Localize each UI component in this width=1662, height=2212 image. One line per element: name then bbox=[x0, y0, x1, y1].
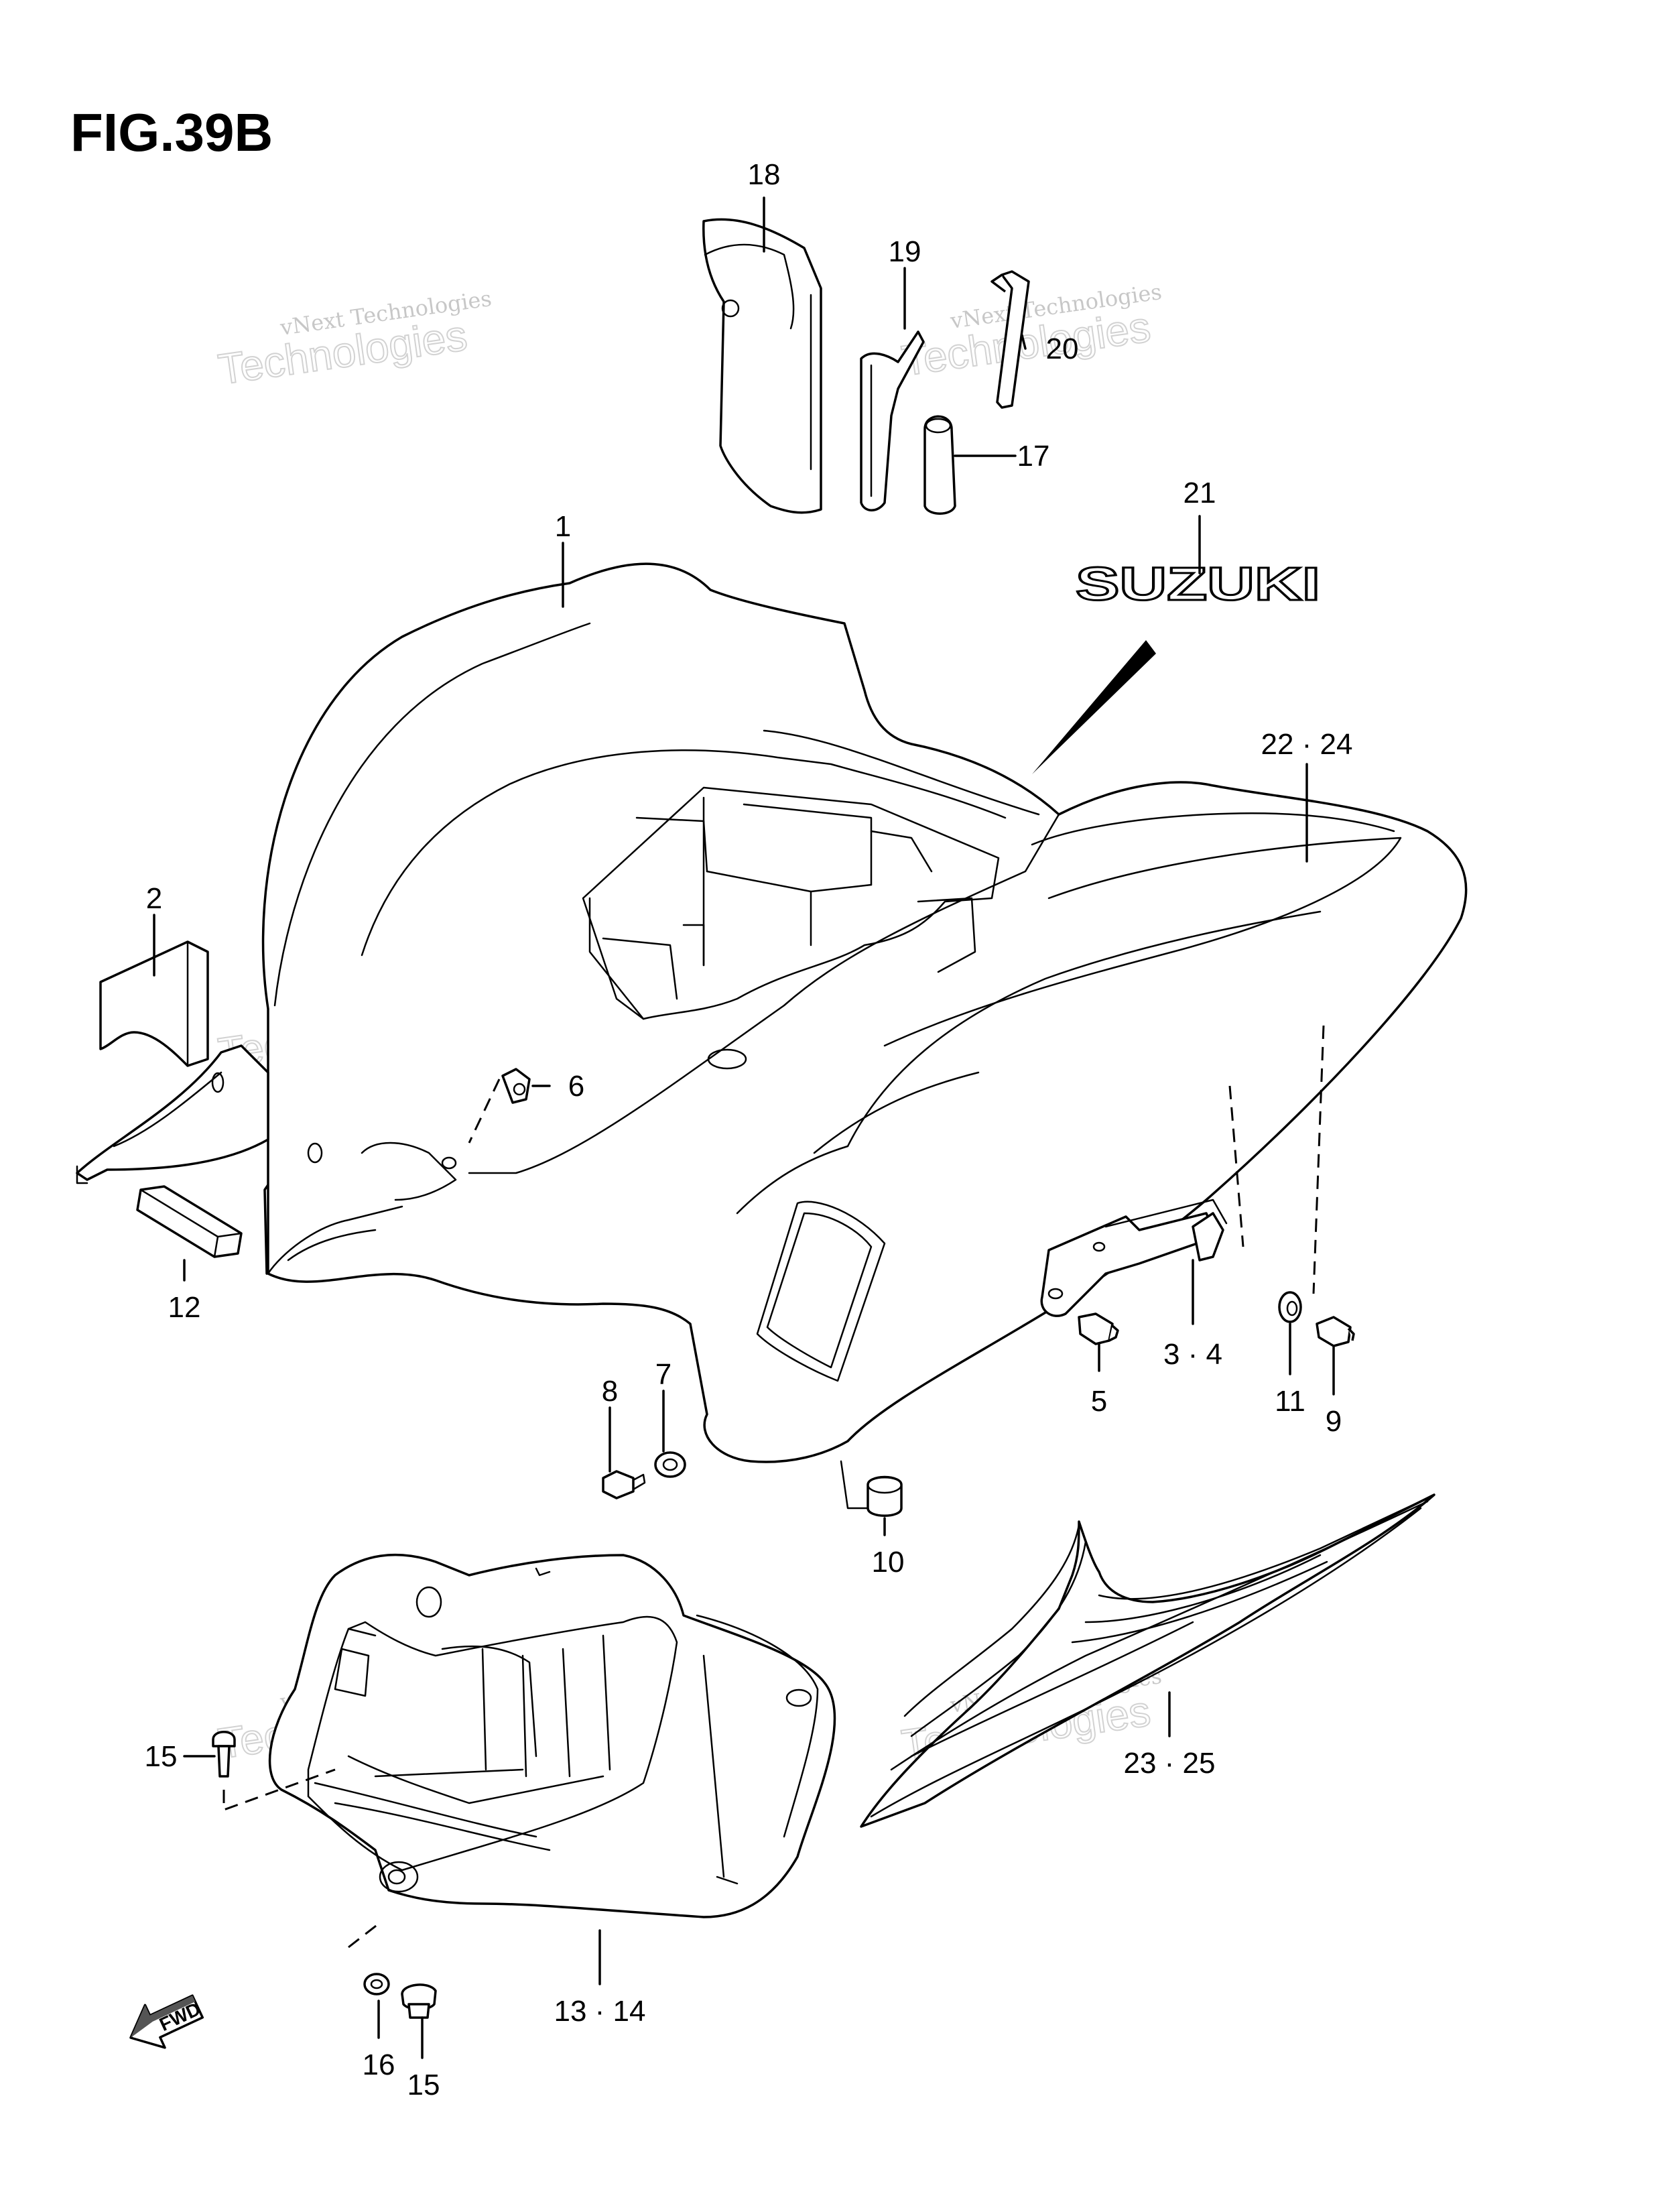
part-5-bolt bbox=[1078, 1312, 1119, 1345]
callout-21: 21 bbox=[1184, 477, 1216, 509]
callout-2: 2 bbox=[146, 882, 162, 915]
part-15-screw bbox=[401, 1983, 437, 2019]
figure-title: FIG.39B bbox=[70, 103, 273, 162]
part-21-suzuki-decal: SUZUKI bbox=[1075, 557, 1322, 611]
leader-lines bbox=[153, 196, 1335, 2059]
part-10-collar bbox=[840, 1460, 903, 1517]
alignment-line bbox=[1228, 1085, 1244, 1247]
callout-5: 5 bbox=[1091, 1385, 1107, 1418]
part-11-washer bbox=[1278, 1291, 1302, 1323]
callout-22-24: 22 · 24 bbox=[1261, 728, 1353, 761]
callout-1: 1 bbox=[555, 510, 571, 543]
callout-9: 9 bbox=[1326, 1405, 1342, 1438]
callout-3-4: 3 · 4 bbox=[1163, 1338, 1222, 1371]
alignment-line bbox=[1312, 1025, 1325, 1294]
callout-13-14: 13 · 14 bbox=[554, 1995, 646, 2028]
part-6-clip bbox=[468, 1068, 531, 1144]
part-23-25-side-decal bbox=[860, 1493, 1435, 1828]
callout-20: 20 bbox=[1046, 332, 1079, 365]
part-1-rear-fender bbox=[76, 562, 1468, 1463]
callout-18: 18 bbox=[748, 158, 781, 191]
part-8-bolt bbox=[602, 1470, 646, 1499]
callout-23-25: 23 · 25 bbox=[1124, 1747, 1216, 1780]
callout-16: 16 bbox=[363, 2048, 395, 2081]
callouts: 18 19 20 17 21 1 22 · 24 2 6 12 3 · 4 5 … bbox=[145, 158, 1353, 2101]
watermark: vNext Technologies Technologies bbox=[214, 286, 493, 394]
part-16-washer bbox=[348, 1922, 390, 1995]
part-12-block bbox=[136, 1185, 243, 1258]
callout-7: 7 bbox=[655, 1358, 672, 1391]
watermark: vNext Technologies Technologies bbox=[898, 279, 1163, 385]
callout-12: 12 bbox=[168, 1291, 201, 1324]
callout-8: 8 bbox=[602, 1375, 618, 1408]
part-19-bracket bbox=[860, 330, 925, 511]
part-13-14-mud-guard bbox=[268, 1553, 836, 1918]
callout-15: 15 bbox=[145, 1740, 178, 1773]
callout-6: 6 bbox=[568, 1070, 584, 1103]
callout-15: 15 bbox=[407, 2069, 440, 2101]
part-17-cap bbox=[923, 415, 956, 515]
part-20-hex-wrench bbox=[990, 270, 1030, 409]
callout-17: 17 bbox=[1017, 440, 1050, 473]
callout-19: 19 bbox=[889, 235, 921, 268]
part-7-grommet bbox=[654, 1451, 686, 1478]
callout-11: 11 bbox=[1275, 1385, 1305, 1418]
suzuki-decal-text: SUZUKI bbox=[1076, 558, 1320, 610]
callout-10: 10 bbox=[872, 1546, 905, 1579]
part-15-screw bbox=[212, 1731, 336, 1812]
part-9-bolt bbox=[1316, 1316, 1355, 1347]
decal-pointer-arrow bbox=[1032, 640, 1156, 774]
part-18-storage-case bbox=[702, 218, 822, 514]
part-3-4-bracket bbox=[1040, 1199, 1228, 1317]
part-2-pad bbox=[99, 940, 209, 1067]
fwd-arrow: FWD bbox=[129, 1994, 204, 2049]
